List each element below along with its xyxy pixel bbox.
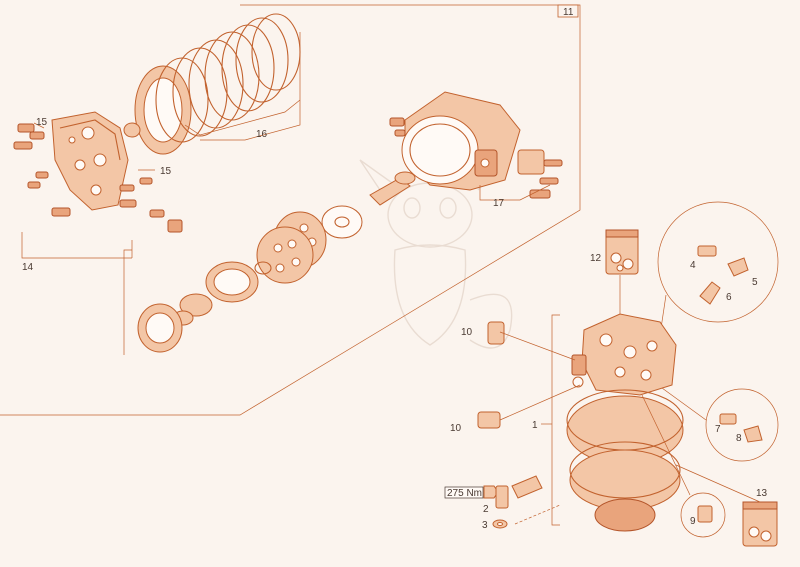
callout-12: 12: [590, 253, 602, 264]
drive-shaft: [321, 171, 416, 239]
callout-9: 9: [690, 516, 696, 527]
elbow-fitting-icon: [699, 281, 721, 305]
seal-kit-13: 13: [675, 464, 778, 547]
torque-label: 275 Nm: [447, 488, 482, 499]
fitting-icon: [697, 245, 717, 257]
fitting-icon: [727, 257, 749, 277]
fitting-10-upper: 10: [461, 321, 576, 361]
elbow-fitting-icon: [743, 425, 763, 443]
fitting-icon: [719, 413, 737, 425]
port-plate-group: 15 15 14: [13, 111, 183, 273]
cylinder-block: [256, 211, 327, 284]
kit-bag-icon: 12: [590, 229, 639, 320]
fitting-detail-circle: 4 5 6: [657, 201, 779, 336]
motor-housing: [389, 91, 521, 191]
callout-4: 4: [690, 260, 696, 271]
fitting-icon: [13, 123, 183, 233]
brake-disc-stack: 16: [123, 13, 301, 155]
callout-6: 6: [726, 292, 732, 303]
valve-block-17: 17: [479, 149, 563, 209]
bolt-set: 275 Nm 2 3: [444, 475, 561, 531]
callout-1: 1: [532, 420, 538, 431]
callout-8: 8: [736, 433, 742, 444]
fitting-detail-9: 9: [641, 394, 726, 538]
callout-10-upper: 10: [461, 327, 473, 338]
travel-motor-assembly: 1: [532, 313, 684, 532]
port-plate: [51, 111, 129, 211]
fitting-icon: [697, 505, 713, 523]
callout-15-lower: 15: [160, 166, 172, 177]
callout-13: 13: [756, 488, 768, 499]
fitting-detail-7-8: 7 8: [661, 387, 779, 462]
callout-15-upper: 15: [36, 117, 48, 128]
torque-box: [444, 486, 484, 499]
callout-2: 2: [483, 504, 489, 515]
fitting-10-lower: 10: [450, 384, 581, 434]
callout-5: 5: [752, 277, 758, 288]
callout-11: 11: [563, 7, 574, 18]
subassembly-frame-11: 11: [0, 4, 581, 416]
callout-3: 3: [482, 520, 488, 531]
gear-bearing-set: [123, 249, 272, 355]
callout-box-11: [557, 4, 579, 18]
callout-10-lower: 10: [450, 423, 462, 434]
callout-17: 17: [493, 198, 505, 209]
callout-16: 16: [256, 129, 268, 140]
callout-14: 14: [22, 262, 34, 273]
callout-7: 7: [715, 424, 721, 435]
hex-bolt-icon: [495, 485, 509, 509]
